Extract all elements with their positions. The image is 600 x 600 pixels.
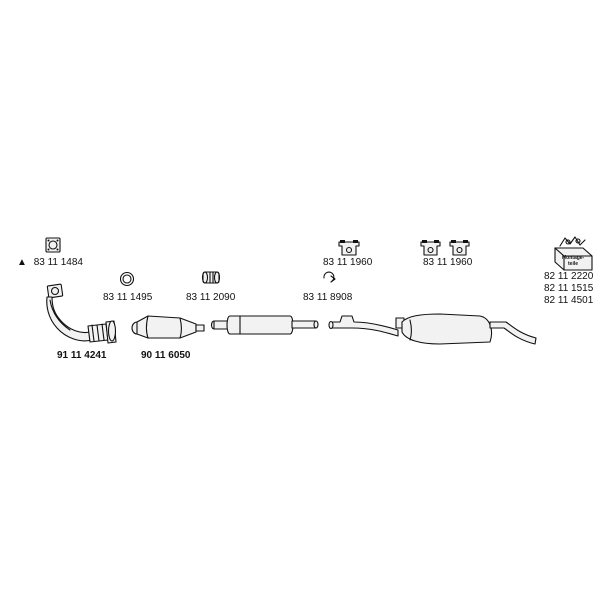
rubber-hanger-icon <box>420 240 470 256</box>
pipe-clamp-icon <box>201 271 221 284</box>
catalyst-code: 90 11 6050 <box>141 350 191 361</box>
clamp-code: 83 11 2090 <box>186 292 236 303</box>
kit-box-text-line: Montage- <box>562 255 585 261</box>
hanger-double-code: 83 11 1960 <box>423 257 473 268</box>
rear-muffler-part <box>328 313 537 345</box>
kit-code: 82 11 4501 <box>544 295 594 306</box>
square-flange-gasket-icon <box>45 237 61 253</box>
mounting-parts-box-icon <box>554 236 593 271</box>
clip-code: 83 11 8908 <box>303 292 353 303</box>
pipe-clip-icon <box>323 271 336 283</box>
catalytic-converter-part <box>131 315 205 339</box>
sealing-ring-icon <box>119 271 135 287</box>
front-pipe-code: 91 11 4241 <box>57 350 107 361</box>
kit-box-text-line: teile <box>568 261 579 267</box>
center-pipe-part <box>210 315 319 335</box>
kit-code: 82 11 2220 <box>544 271 594 282</box>
hanger-single-code: 83 11 1960 <box>323 257 373 268</box>
kit-code-list: 82 11 2220 82 11 1515 82 11 4501 <box>544 271 593 307</box>
gasket-code: 83 11 1484 <box>33 257 83 268</box>
kit-box-text: Montage- teile <box>562 255 584 267</box>
triangle-marker-icon: ▲ <box>17 257 27 268</box>
rubber-hanger-icon <box>338 240 360 256</box>
ring-code: 83 11 1495 <box>103 292 153 303</box>
kit-code: 82 11 1515 <box>544 283 594 294</box>
gasket-label: ▲ 83 11 1484 <box>17 257 83 269</box>
front-pipe-part <box>46 283 117 344</box>
